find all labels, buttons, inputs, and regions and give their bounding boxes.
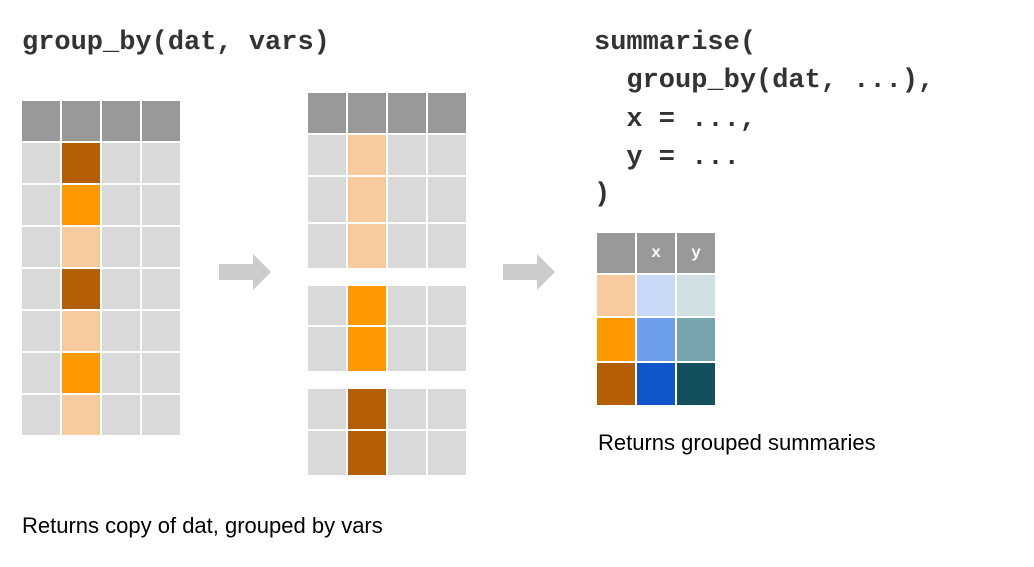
data-cell bbox=[308, 135, 346, 175]
header-cell bbox=[348, 93, 386, 133]
group-key-cell bbox=[348, 177, 386, 222]
group-key-cell bbox=[348, 135, 386, 175]
data-cell bbox=[428, 389, 466, 429]
group-key-cell bbox=[348, 286, 386, 325]
right-caption: Returns grouped summaries bbox=[598, 430, 876, 455]
data-cell bbox=[428, 286, 466, 325]
header-cell bbox=[597, 233, 635, 273]
group-key-cell bbox=[348, 224, 386, 268]
data-cell bbox=[308, 389, 346, 429]
data-cell bbox=[22, 227, 60, 267]
header-cell bbox=[428, 93, 466, 133]
summary-cell bbox=[637, 363, 675, 405]
data-cell bbox=[142, 269, 180, 309]
group-key-cell bbox=[597, 318, 635, 361]
group-key-cell bbox=[597, 275, 635, 316]
summary-cell bbox=[637, 275, 675, 316]
group-key-cell bbox=[348, 327, 386, 371]
data-cell bbox=[102, 311, 140, 351]
code-line: x = ..., bbox=[594, 105, 757, 135]
data-cell bbox=[102, 269, 140, 309]
code-line: y = ... bbox=[594, 143, 740, 173]
header-cell: y bbox=[677, 233, 715, 273]
data-cell bbox=[102, 395, 140, 435]
data-cell bbox=[388, 177, 426, 222]
group-key-cell bbox=[62, 311, 100, 351]
data-cell bbox=[308, 177, 346, 222]
data-cell bbox=[142, 227, 180, 267]
data-cell bbox=[102, 353, 140, 393]
summary-cell bbox=[637, 318, 675, 361]
data-cell bbox=[308, 327, 346, 371]
header-cell bbox=[102, 101, 140, 141]
group-key-cell bbox=[62, 227, 100, 267]
group-key-cell bbox=[62, 353, 100, 393]
group-by-code: group_by(dat, vars) bbox=[22, 28, 330, 58]
header-cell bbox=[142, 101, 180, 141]
data-cell bbox=[22, 143, 60, 183]
data-cell bbox=[388, 389, 426, 429]
data-cell bbox=[142, 353, 180, 393]
data-cell bbox=[142, 185, 180, 225]
data-cell bbox=[388, 431, 426, 475]
group-key-cell bbox=[348, 389, 386, 429]
group-key-cell bbox=[62, 185, 100, 225]
data-cell bbox=[388, 327, 426, 371]
code-line: summarise( bbox=[594, 28, 757, 58]
data-cell bbox=[22, 185, 60, 225]
data-cell bbox=[308, 286, 346, 325]
data-cell bbox=[22, 395, 60, 435]
data-cell bbox=[308, 431, 346, 475]
data-cell bbox=[142, 395, 180, 435]
group-key-cell bbox=[348, 431, 386, 475]
data-cell bbox=[142, 311, 180, 351]
data-cell bbox=[428, 135, 466, 175]
data-cell bbox=[142, 143, 180, 183]
data-cell bbox=[102, 185, 140, 225]
data-cell bbox=[388, 224, 426, 268]
summary-cell bbox=[677, 275, 715, 316]
data-cell bbox=[428, 224, 466, 268]
header-cell bbox=[388, 93, 426, 133]
group-key-cell bbox=[62, 269, 100, 309]
arrow-right-icon bbox=[219, 254, 271, 290]
group-key-cell bbox=[62, 395, 100, 435]
data-cell bbox=[102, 143, 140, 183]
data-cell bbox=[102, 227, 140, 267]
data-cell bbox=[22, 311, 60, 351]
group-key-cell bbox=[597, 363, 635, 405]
data-cell bbox=[428, 431, 466, 475]
summary-cell bbox=[677, 318, 715, 361]
data-cell bbox=[428, 327, 466, 371]
header-cell: x bbox=[637, 233, 675, 273]
header-cell bbox=[62, 101, 100, 141]
arrow-right-icon bbox=[503, 254, 555, 290]
data-cell bbox=[428, 177, 466, 222]
header-cell bbox=[308, 93, 346, 133]
summary-cell bbox=[677, 363, 715, 405]
data-cell bbox=[22, 353, 60, 393]
data-cell bbox=[22, 269, 60, 309]
code-line: ) bbox=[594, 180, 611, 210]
left-caption: Returns copy of dat, grouped by vars bbox=[22, 513, 383, 538]
data-cell bbox=[308, 224, 346, 268]
data-cell bbox=[388, 135, 426, 175]
code-line: group_by(dat, ...), bbox=[594, 66, 935, 96]
data-cell bbox=[388, 286, 426, 325]
header-cell bbox=[22, 101, 60, 141]
group-key-cell bbox=[62, 143, 100, 183]
